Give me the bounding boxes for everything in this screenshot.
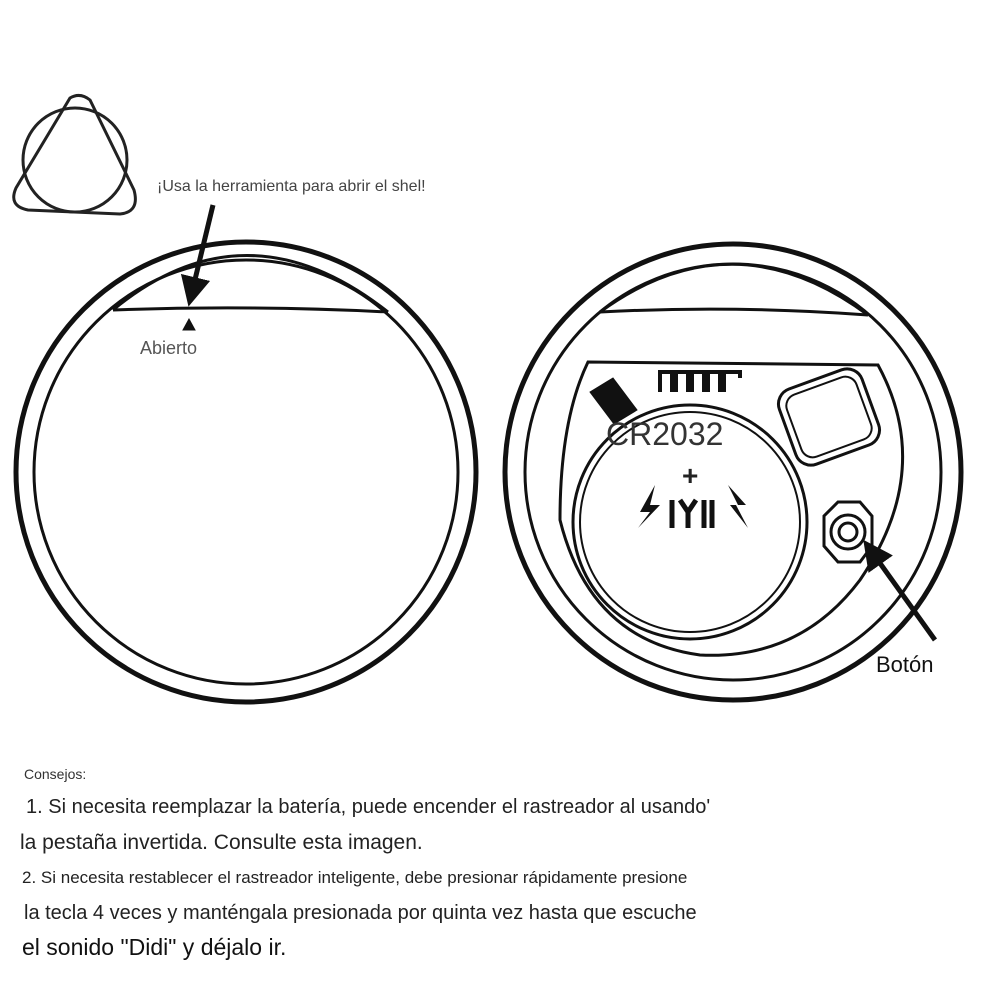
battery-plus: + <box>682 460 699 491</box>
tip-2-line-3: el sonido "Didi" y déjalo ir. <box>22 934 287 960</box>
reset-button-icon <box>822 500 874 564</box>
battery-clip-icon <box>589 377 638 425</box>
tracker-front <box>13 204 479 705</box>
tip-1-line-1: 1. Si necesita reemplazar la batería, pu… <box>26 796 711 818</box>
tip-1-line-2: la pestaña invertida. Consulte esta imag… <box>20 831 423 854</box>
lightning-icon <box>638 485 748 528</box>
open-marker-icon <box>182 317 196 331</box>
antenna-icon <box>658 370 742 392</box>
tip-2-line-1: 2. Si necesita restablecer el rastreador… <box>22 868 688 887</box>
tips-heading: Consejos: <box>24 766 87 782</box>
battery-symbol-icon <box>669 498 715 528</box>
tip-2-line-2: la tecla 4 veces y manténgala presionada… <box>24 902 697 924</box>
opening-tool-icon <box>12 93 137 216</box>
open-label: Abierto <box>140 338 198 358</box>
battery-label: CR2032 <box>606 416 724 452</box>
tracker-back-open <box>502 241 964 703</box>
button-label: Botón <box>876 652 934 677</box>
tool-hint: ¡Usa la herramienta para abrir el shel! <box>157 178 426 195</box>
